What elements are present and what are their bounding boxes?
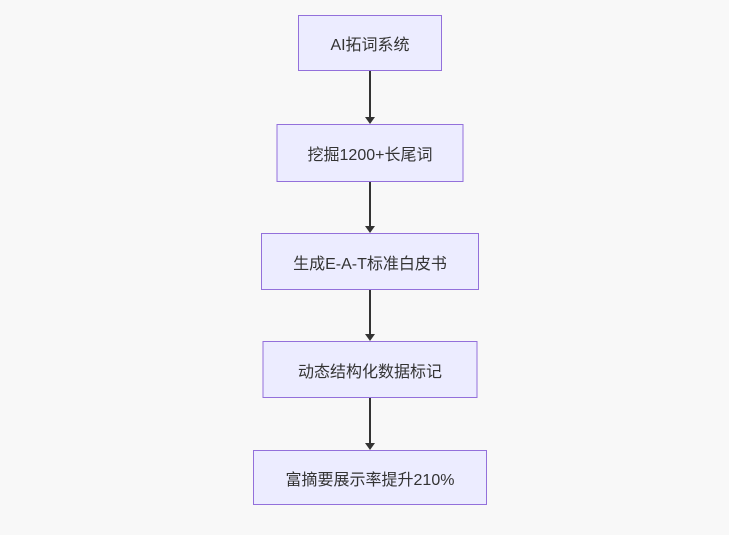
arrowhead-down-icon	[365, 334, 375, 341]
edge-connector-2	[365, 182, 375, 233]
edge-connector-1	[365, 71, 375, 124]
flow-node-rich-snippet-rate-increase: 富摘要展示率提升210%	[253, 450, 487, 505]
flow-node-dynamic-structured-data-markup: 动态结构化数据标记	[262, 341, 478, 398]
flow-node-label: 生成E-A-T标准白皮书	[293, 255, 447, 273]
edge-connector-4	[365, 398, 375, 450]
flow-node-ai-word-expansion-system: AI拓词系统	[298, 15, 442, 71]
arrowhead-down-icon	[365, 443, 375, 450]
edge-connector-3	[365, 290, 375, 341]
flow-node-label: 挖掘1200+长尾词	[307, 147, 433, 164]
arrowhead-down-icon	[365, 226, 375, 233]
arrowhead-down-icon	[365, 117, 375, 124]
flow-node-label: AI拓词系统	[330, 37, 410, 54]
flow-node-label: 动态结构化数据标记	[297, 363, 442, 381]
flow-node-label: 富摘要展示率提升210%	[285, 471, 455, 489]
flow-node-mine-longtail-keywords: 挖掘1200+长尾词	[276, 124, 464, 182]
flow-node-generate-eat-whitepaper: 生成E-A-T标准白皮书	[261, 233, 479, 290]
